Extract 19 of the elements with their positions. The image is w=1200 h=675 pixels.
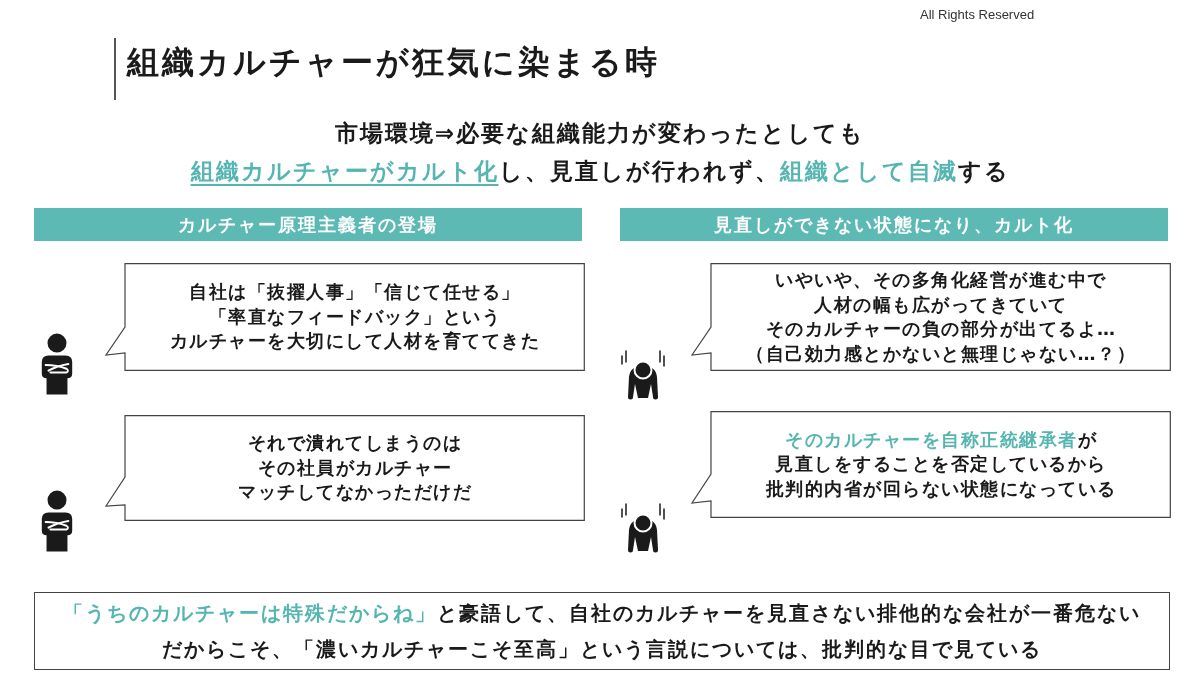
speech-bubble xyxy=(691,411,1171,518)
bubble-text: いやいや、その多角化経営が進む中で人材の幅も広がってきていてそのカルチャーの負の部分が出てるよ…（自己効力感とかないと無理じゃない…？） xyxy=(746,268,1136,366)
conclusion-text: だからこそ、「濃いカルチャーこそ至高」という言説については、批判的な目で見ている xyxy=(162,636,1042,663)
section-header-band xyxy=(34,208,582,241)
subtitle-text: 市場環境⇒必要な組織能力が変わったとしても xyxy=(334,119,866,148)
copyright-notice: All Rights Reserved xyxy=(920,6,1035,24)
speech-bubble xyxy=(105,415,585,521)
bubble-text: 自社は「抜擢人事」「信じて任せる」「率直なフィードバック」というカルチャーを大切にして人材を育ててきた xyxy=(169,280,541,354)
section-header-band xyxy=(620,208,1168,241)
speech-bubble xyxy=(691,263,1171,371)
conclusion-box xyxy=(34,592,1170,670)
speech-bubble xyxy=(105,263,585,371)
conclusion-text: 「うちのカルチャーは特殊だからね」と豪語して、自社のカルチャーを見直さない排他的な会社が一番危ない xyxy=(63,600,1141,627)
section-heading: 見直しができない状態になり、カルト化 xyxy=(714,212,1074,237)
bubble-text: そのカルチャーを自称正統継承者が見直しをすることを否定しているから批判的内省が回らない状態になっている xyxy=(765,427,1117,501)
subtitle-text: 組織カルチャーがカルト化し、見直しが行われず、組織として自滅する xyxy=(190,157,1010,186)
section-heading: カルチャー原理主義者の登場 xyxy=(178,212,438,237)
slide-title: 組織カルチャーが狂気に染まる時 xyxy=(127,42,660,83)
bubble-text: それで潰れてしまうのはその社員がカルチャーマッチしてなかっただけだ xyxy=(238,431,472,505)
